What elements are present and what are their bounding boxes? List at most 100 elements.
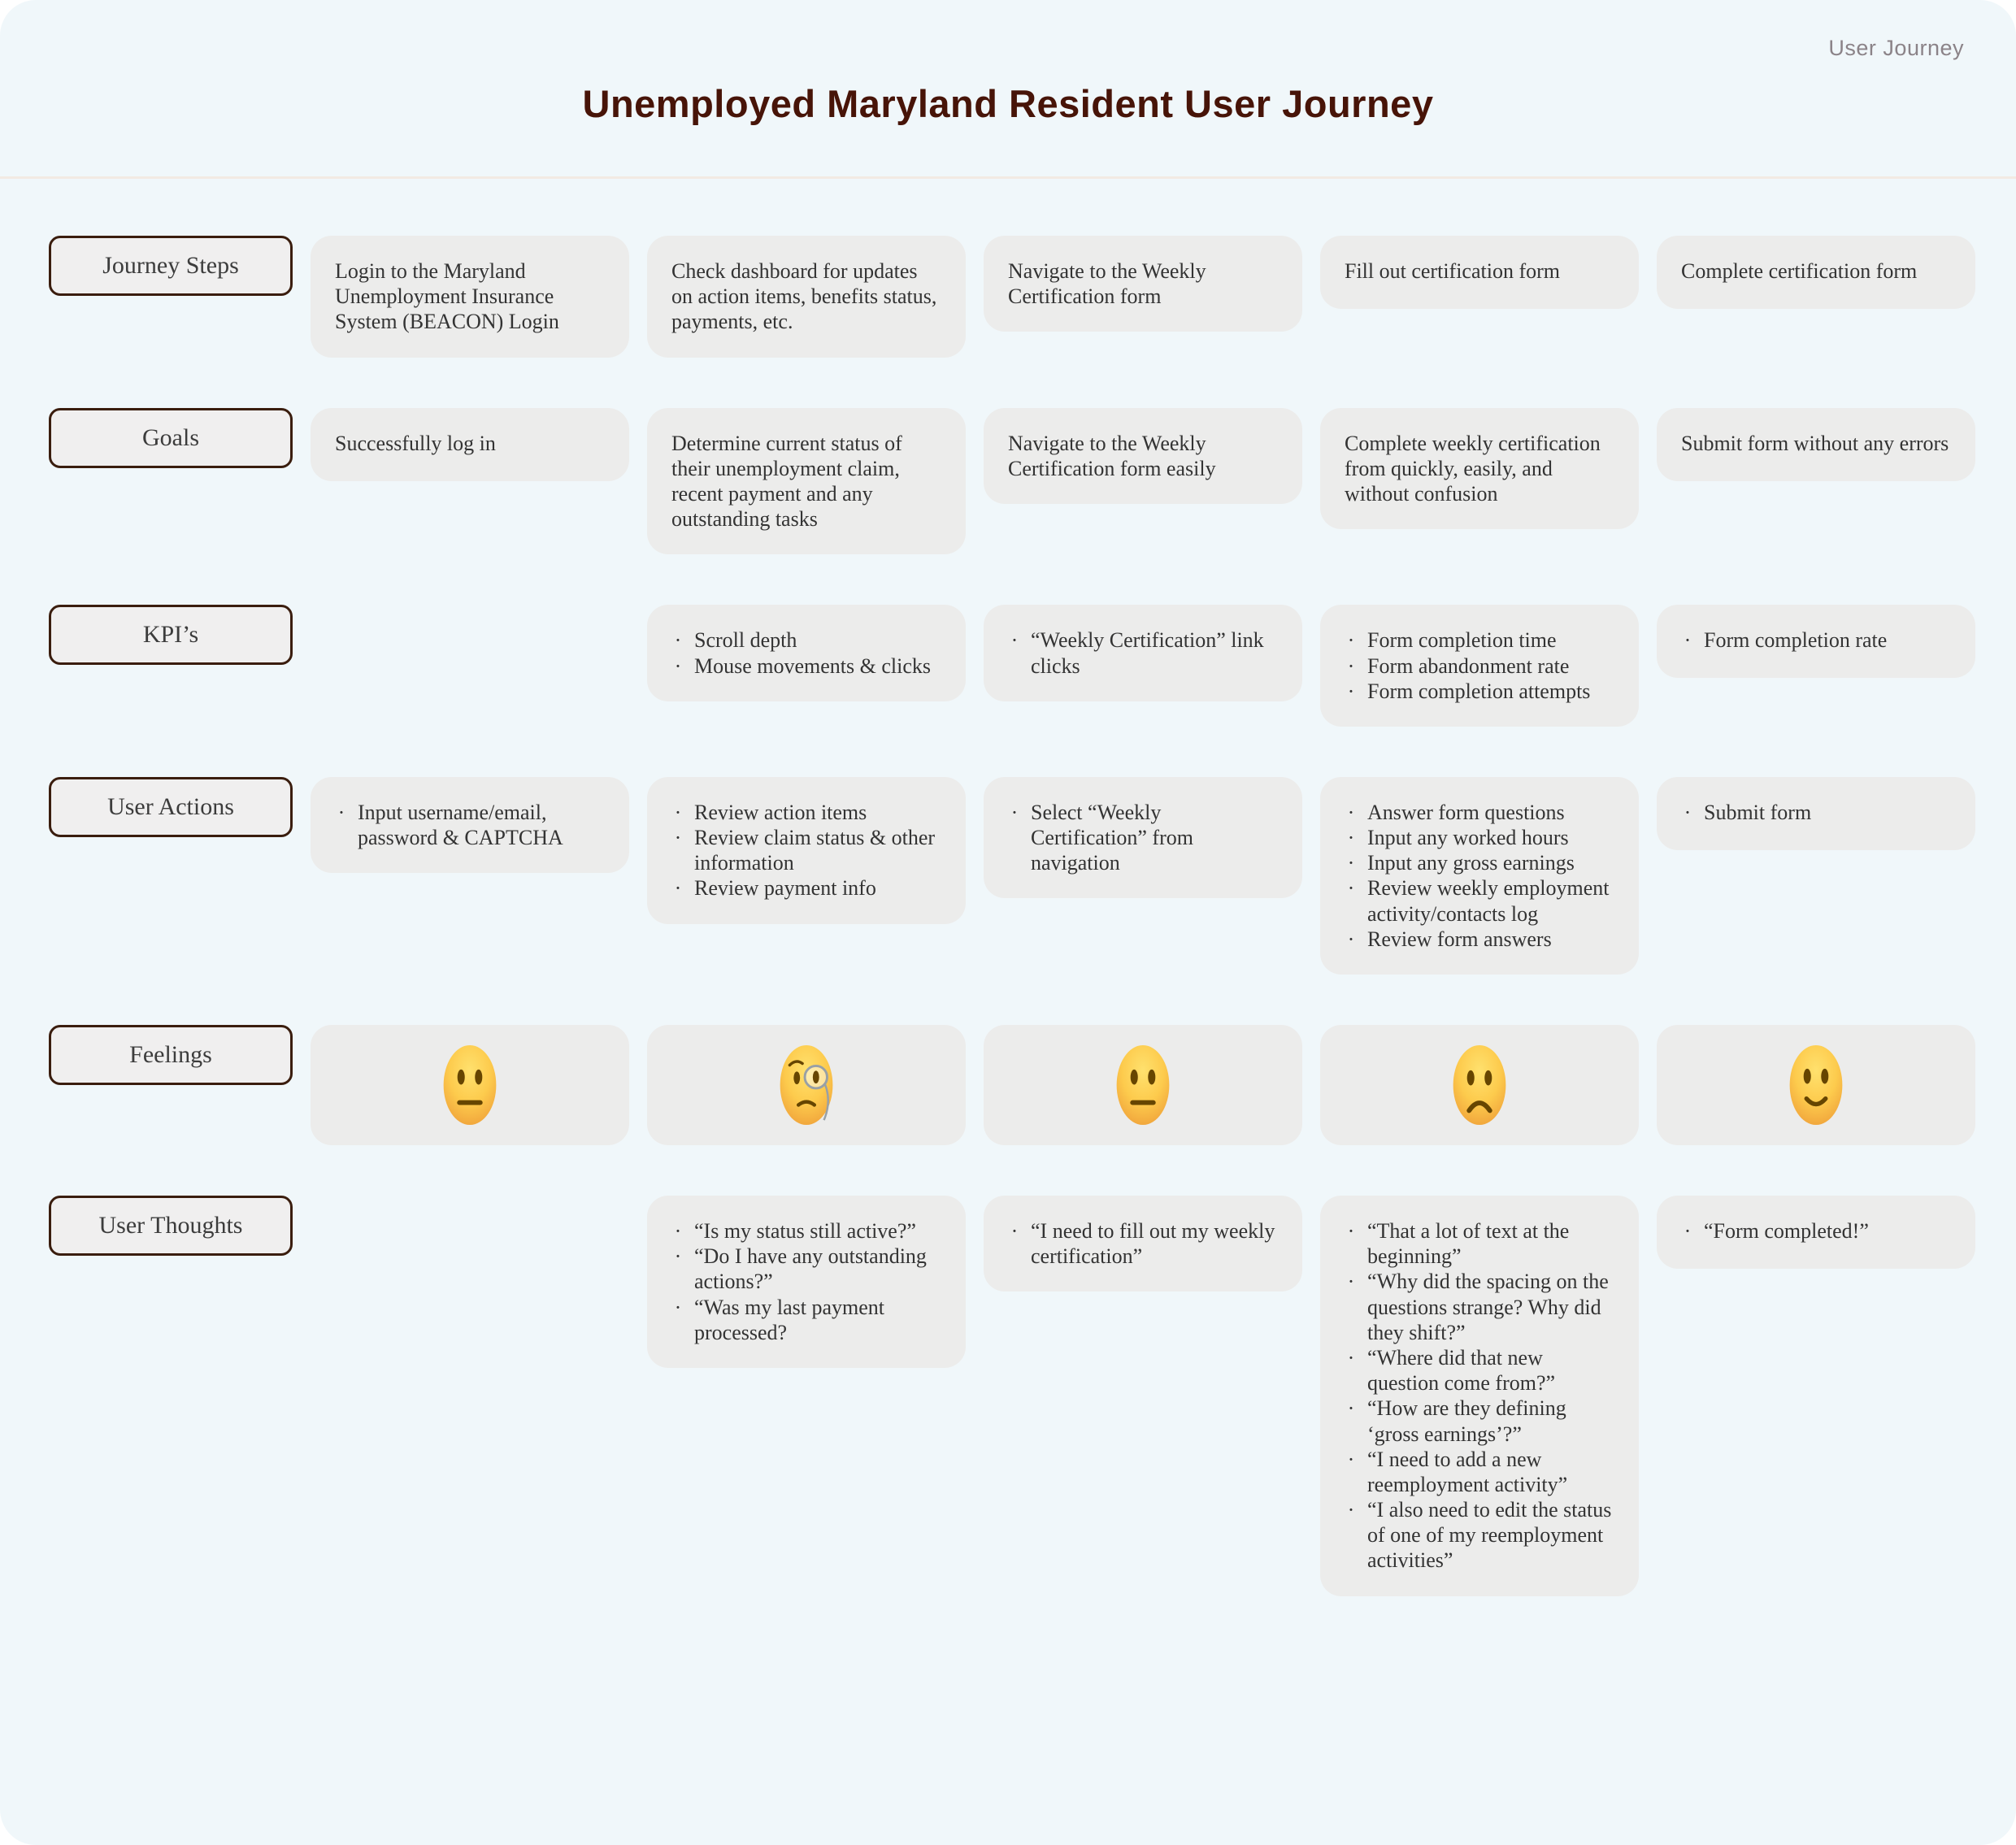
bullet-list: · Answer form questions·Input any worked … [1345,800,1614,952]
bullet-list: · “Weekly Certification” link clicks [1008,627,1278,678]
journey-cell: ·Form completion time·Form abandonment r… [1320,605,1639,727]
divider [0,176,2016,179]
bullet-text: “Weekly Certification” link clicks [1031,628,1264,678]
journey-cell: ·Submit form [1657,776,1975,850]
bullet-text: Form completion time [1367,628,1557,653]
bullet-text: Select “Weekly Certification” from navig… [1031,800,1193,875]
bullet-item: · Review weekly employment activity/conta… [1345,875,1614,926]
bullet-list: · “I need to fill out my weekly certifica… [1008,1218,1278,1269]
bullet-dot-icon: · [674,800,682,824]
journey-cell: ·Input username/email, password & CAPTCH… [311,776,629,874]
journey-cell: ·“That a lot of text at the beginning”·“… [1320,1196,1639,1596]
bullet-item: · “Do I have any outstanding actions?” [671,1244,941,1294]
bullet-list: · Scroll depth · Mouse movements & clicks [671,627,941,678]
bullet-dot-icon: · [1347,1447,1355,1471]
bullet-text: Answer form questions [1367,800,1565,824]
bullet-item: · Select “Weekly Certification” from navi… [1008,800,1278,876]
bullet-item: · Mouse movements & clicks [671,653,941,679]
bullet-list: ·Input username/email, password & CAPTCH… [335,800,605,850]
bullet-item: ·Review payment info [671,875,941,901]
bullet-text: Input username/email, password & CAPTCHA [358,800,563,850]
bullet-text: Form abandonment rate [1367,653,1570,678]
bullet-dot-icon: · [1347,876,1355,901]
bullet-dot-icon: · [1684,628,1692,653]
bullet-dot-icon: · [1010,628,1019,653]
bullet-item: ·“I need to add a new reemployment activ… [1345,1447,1614,1497]
journey-cell: Login to the Maryland Unemployment Insur… [311,236,629,358]
bullet-item: ·Input username/email, password & CAPTCH… [335,800,605,850]
journey-cell: Navigate to the Weekly Certification for… [984,407,1302,504]
bullet-dot-icon: · [674,653,682,678]
bullet-dot-icon: · [1347,1219,1355,1243]
bullet-dot-icon: · [674,826,682,850]
journey-cell: Navigate to the Weekly Certification for… [984,236,1302,332]
neutral-face-emoji [441,1044,499,1127]
bullet-item: ·Submit form [1681,800,1951,825]
bullet-dot-icon: · [674,1244,682,1269]
neutral-face-emoji [1114,1044,1172,1127]
journey-cell: Complete certification form [1657,236,1975,309]
journey-cell: Determine current status of their unempl… [647,407,966,555]
bullet-dot-icon: · [1010,800,1019,824]
bullet-list: ·Submit form [1681,800,1951,825]
bullet-item: ·“Was my last payment processed? [671,1295,941,1345]
bullet-dot-icon: · [1347,1396,1355,1421]
journey-cell: · “Is my status still active?” · “Do I have… [647,1196,966,1368]
bullet-item: · “I also need to edit the status of one … [1345,1497,1614,1574]
journey-cell: Fill out certification form [1320,236,1639,309]
journey-cell: · “Weekly Certification” link clicks [984,605,1302,701]
bullet-dot-icon: · [1347,800,1355,824]
row-label: Feelings [49,1025,293,1085]
bullet-list: ·“That a lot of text at the beginning”·“… [1345,1218,1614,1574]
journey-cell: Submit form without any errors [1657,407,1975,481]
bullet-text: Mouse movements & clicks [694,653,932,678]
row-kpi-s: KPI’s · Scroll depth · Mouse movements & cli… [49,605,1975,727]
feeling-cell [1657,1025,1975,1145]
slightly-smiling-face-emoji [1787,1044,1845,1127]
journey-cell: ·“Form completed!” [1657,1196,1975,1269]
bullet-text: Scroll depth [694,628,797,653]
journey-cell: Check dashboard for updates on action it… [647,236,966,358]
bullet-text: “Form completed!” [1704,1219,1869,1243]
doc-type-label: User Journey [1828,36,1964,60]
bullet-dot-icon: · [1347,927,1355,951]
bullet-item: ·Review form answers [1345,927,1614,952]
bullet-dot-icon: · [674,1219,682,1243]
bullet-item: · “I need to fill out my weekly certifica… [1008,1218,1278,1269]
bullet-item: ·Input any worked hours [1345,825,1614,850]
bullet-dot-icon: · [674,876,682,901]
bullet-text: Review weekly employment activity/contac… [1367,876,1610,926]
row-user-actions: User Actions·Input username/email, passw… [49,776,1975,975]
bullet-item: ·Form abandonment rate [1345,653,1614,679]
face-with-monocle-emoji [777,1044,836,1127]
bullet-dot-icon: · [674,628,682,653]
bullet-item: ·“Where did that new question come from?… [1345,1345,1614,1396]
feeling-cell [984,1025,1302,1145]
bullet-list: · Review action items·Review claim status… [671,800,941,901]
row-label: Goals [49,407,293,468]
journey-cell: ·Form completion rate [1657,605,1975,679]
bullet-item: ·“Why did the spacing on the questions s… [1345,1269,1614,1345]
bullet-item: ·“Form completed!” [1681,1218,1951,1244]
feeling-cell [1320,1025,1639,1145]
bullet-text: “I also need to edit the status of one o… [1367,1498,1612,1573]
bullet-item: · Answer form questions [1345,800,1614,825]
bullet-text: “Is my status still active?” [694,1219,916,1243]
bullet-text: “I need to fill out my weekly certificat… [1031,1219,1275,1269]
row-feelings: Feelings [49,1025,1975,1145]
bullet-item: · “Is my status still active?” [671,1218,941,1244]
bullet-dot-icon: · [1347,1498,1355,1522]
bullet-text: Review action items [694,800,867,824]
bullet-dot-icon: · [1010,1219,1019,1243]
bullet-text: “Do I have any outstanding actions?” [694,1244,927,1294]
bullet-dot-icon: · [674,1295,682,1319]
bullet-dot-icon: · [1347,851,1355,875]
row-label: KPI’s [49,605,293,666]
row-label: User Actions [49,776,293,837]
journey-cell: · Scroll depth · Mouse movements & clicks [647,605,966,701]
bullet-item: · Review action items [671,800,941,825]
row-label: User Thoughts [49,1196,293,1256]
bullet-item: ·Review claim status & other information [671,825,941,875]
bullet-item: ·Form completion time [1345,627,1614,653]
